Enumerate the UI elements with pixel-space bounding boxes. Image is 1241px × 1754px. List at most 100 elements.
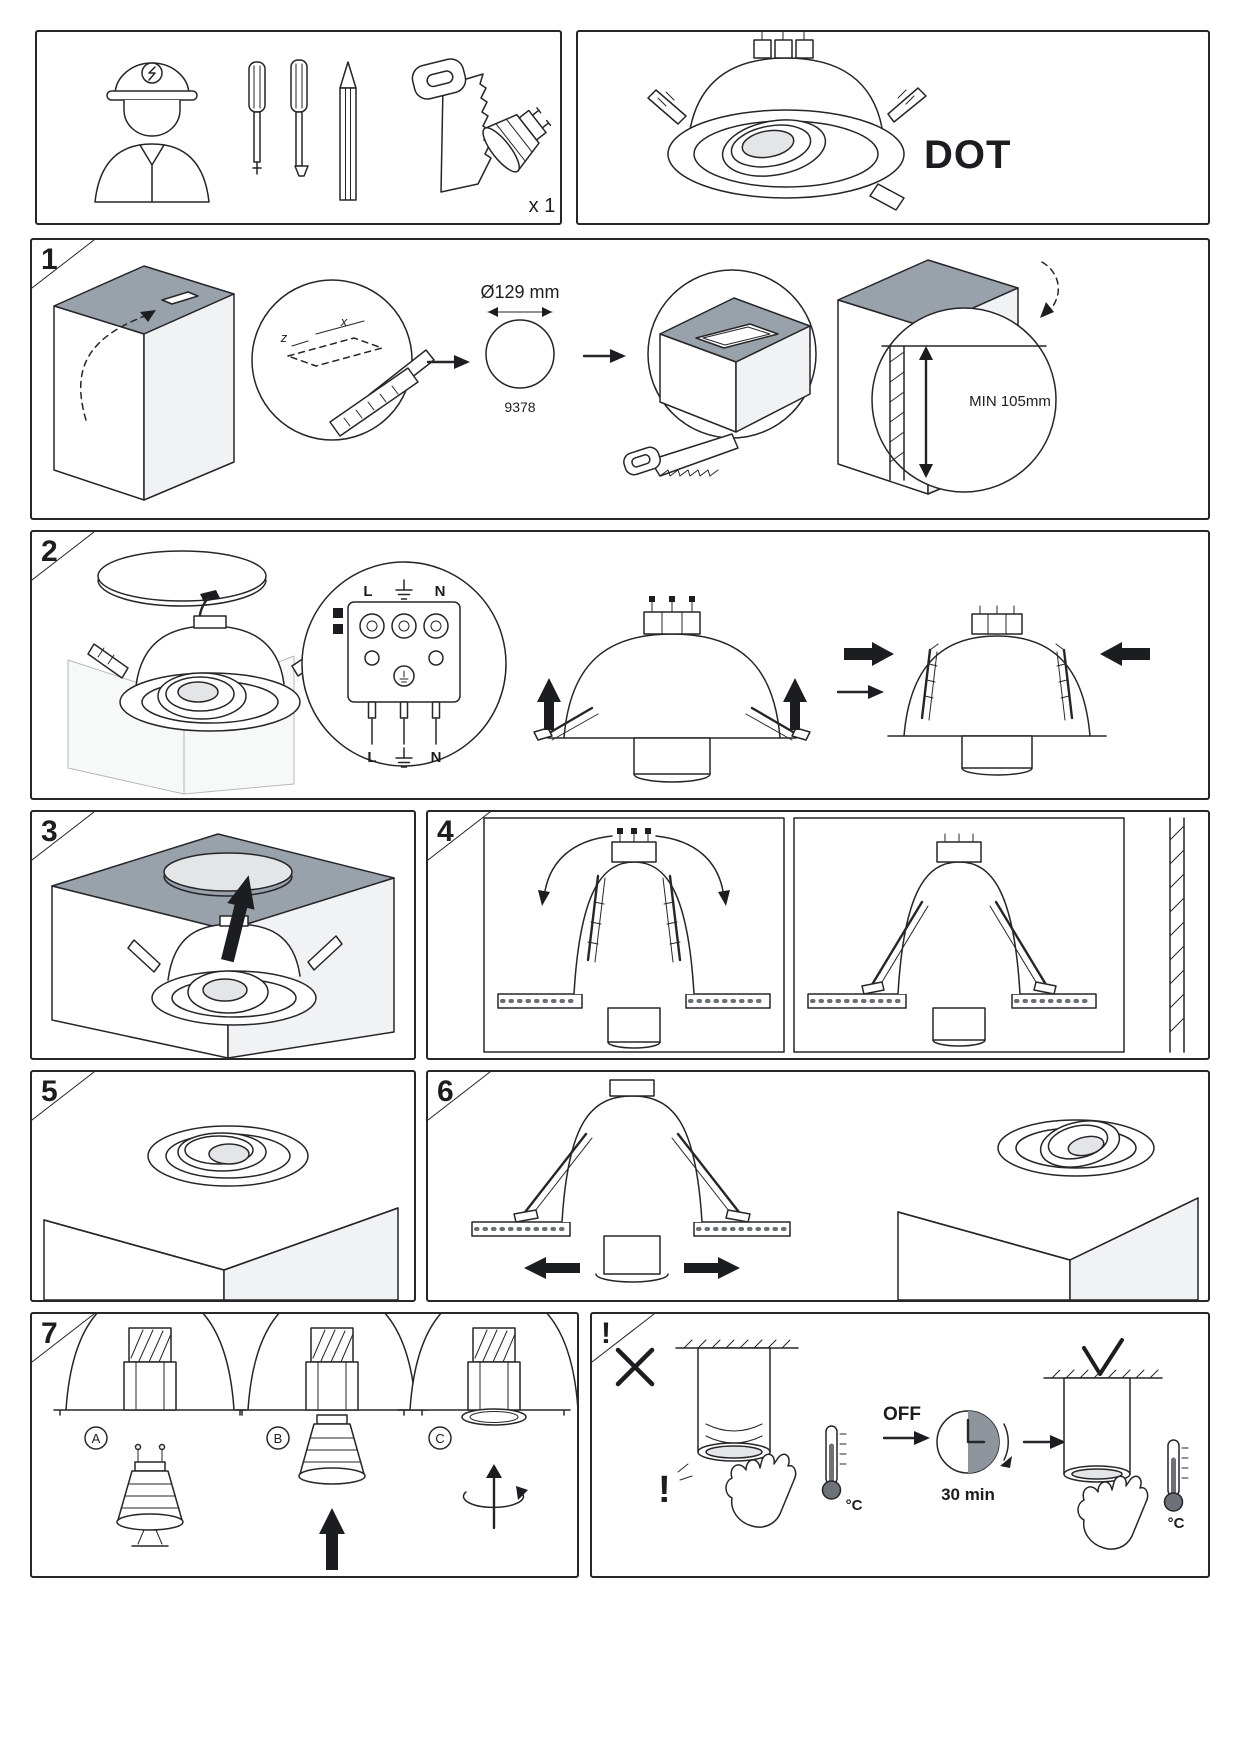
fixture-springs-folded [844,605,1150,776]
marking-zoom: x z [251,279,435,441]
terminal-top-l: L [363,583,372,600]
option-c-badge [428,1426,452,1450]
panel-warning: ! ! °C OFF [590,1312,1210,1578]
step-number-7: 7 [41,1317,58,1350]
fixture-with-cable [87,615,335,732]
arrow-up-icon [537,678,561,730]
corner-cut [32,240,95,289]
option-b-label: B [274,1431,283,1446]
thermometer-icon [1163,1439,1189,1512]
saw-icon [623,433,739,477]
fixture-section-a [53,1314,247,1416]
step1-illustration: x z Ø129 mm 93 [53,259,1060,501]
ruler-icon [329,367,419,437]
fixture-section-b [235,1314,429,1416]
pencil-icon [339,61,357,201]
step-number-5: 5 [41,1075,58,1108]
corner-cut [32,812,95,861]
step-number-2: 2 [41,535,58,568]
gu10-lamp-icon [482,107,552,173]
thermometer-icon [821,1425,847,1500]
step-number-6: 6 [437,1075,454,1108]
allowed-icon [1082,1338,1124,1376]
installed-trim [147,1125,309,1187]
dim-x-label: x [340,314,348,329]
gu10-lamp-inserting [298,1414,366,1570]
arrow-right-icon [836,685,884,699]
arrow-inward-icon [844,642,894,666]
fixture-section-c [397,1314,577,1416]
arrow-right-icon [882,1431,930,1445]
wall-edge [1169,817,1185,1053]
hand-icon [725,1453,797,1528]
hot-warning-mark: ! [658,1469,671,1511]
not-allowed-icon [615,1347,655,1387]
corner-cut [428,812,491,861]
corner-cut [592,1314,655,1363]
step2-illustration: L N L [67,550,1150,795]
temp-unit-right: °C [1168,1515,1185,1532]
arrow-right-icon [684,1257,740,1279]
downlight-product [647,32,927,211]
panel-step-3: 3 [30,810,416,1060]
panel-step-1: 1 x z [30,238,1210,520]
arrow-up-icon [221,875,255,963]
step-number-4: 4 [437,815,454,848]
electrician-icon [94,62,210,203]
springs-release-view [497,828,771,1049]
ceiling-corner [53,265,235,501]
option-a-label: A [92,1431,101,1446]
arrow-up-icon [783,678,807,730]
corner-cut [32,1314,95,1363]
hot-lamp-left [675,1339,799,1481]
ceiling-cover-disc [163,852,293,897]
panel-product: DOT [576,30,1210,225]
warning-illustration: ! °C OFF 30 min [615,1338,1189,1550]
wait-clock-icon [936,1410,1012,1474]
fixture-springs-out [533,596,811,783]
adjustment-view [471,1079,791,1283]
step3-illustration [51,833,395,1058]
template-code: 9378 [504,399,535,415]
dim-z-label: z [280,330,288,345]
panel-step-4: 4 [426,810,1210,1060]
arrow-inward-icon [1100,642,1150,666]
arrow-right-icon [1022,1435,1066,1449]
warning-number: ! [601,1317,611,1350]
panel-step-2: 2 [30,530,1210,800]
hand-icon [1077,1475,1149,1550]
cutout-zoom [623,269,817,477]
tools-illustration: x 1 [94,58,555,217]
step6-illustration [471,1079,1199,1300]
installed-tilted-view [897,1119,1199,1300]
earth-symbol-icon [395,747,413,768]
corner-cut [428,1072,491,1121]
cooldown-label: 30 min [941,1485,995,1504]
product-illustration: DOT [647,32,1011,211]
arrow-left-icon [524,1257,580,1279]
corner-cut [32,532,95,581]
step-number-1: 1 [41,243,58,276]
arrow-right-icon [426,355,470,369]
terminal-top-n: N [435,583,446,600]
min-depth-zoom: MIN 105mm [871,307,1057,493]
earth-symbol-icon [395,579,413,600]
gu10-lamp-twist [461,1408,528,1530]
option-c-label: C [435,1431,444,1446]
hole-template: Ø129 mm 9378 [480,282,559,415]
panel-step-7: 7 [30,1312,579,1578]
option-a-badge [84,1426,108,1450]
corner-cut [32,1072,95,1121]
terminal-bottom-l: L [367,749,376,766]
step4-illustration [483,817,1185,1053]
min-depth-label: MIN 105mm [969,393,1051,410]
panel-tools: x 1 [35,30,562,225]
panel-step-5: 5 [30,1070,416,1302]
gu10-lamp-below [116,1443,184,1547]
step5-illustration [43,1125,399,1300]
terminal-zoom: L N L [301,561,507,768]
cool-lamp-right [1043,1369,1163,1483]
product-name: DOT [924,133,1011,177]
arrow-up-icon [319,1508,345,1570]
